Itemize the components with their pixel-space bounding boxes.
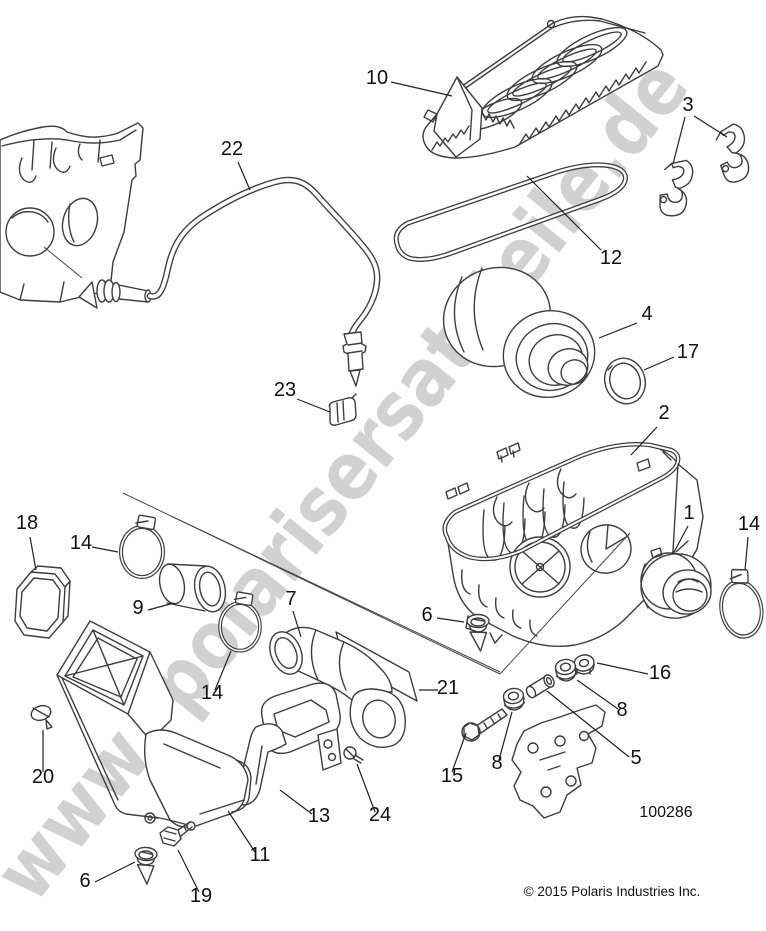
rear-airbox-view-drawing <box>0 122 144 303</box>
part-2-airbox-base-drawing <box>442 442 704 647</box>
copyright-note: © 2015 Polaris Industries Inc. <box>524 884 701 899</box>
leader-line-10 <box>390 81 453 97</box>
leader-line-5 <box>546 690 630 758</box>
callout-10: 10 <box>366 67 388 89</box>
leader-line-8 <box>498 711 513 761</box>
part-14-clamp-right-drawing <box>715 566 766 640</box>
part-20-screw-drawing <box>30 704 53 730</box>
callout-23: 23 <box>274 379 296 401</box>
leader-line-4 <box>598 322 638 339</box>
callout-1: 1 <box>683 502 694 524</box>
drain-tether-drawing <box>144 812 196 831</box>
part-15-bolt-drawing <box>461 708 508 742</box>
part-23-clamp-drawing <box>328 393 357 426</box>
latch-plate-drawing <box>317 728 342 771</box>
callout-18: 18 <box>16 512 38 534</box>
leader-line-24 <box>356 763 376 813</box>
vent-connector-drawing <box>342 331 367 387</box>
callout-17: 17 <box>677 341 699 363</box>
callout-15: 15 <box>441 765 463 787</box>
callout-21: 21 <box>437 677 459 699</box>
part-19-bolt-drawing <box>159 821 193 847</box>
part-1-intake-boot-drawing <box>640 552 712 619</box>
part-6-drain-valve-lower-drawing <box>132 846 159 886</box>
callout-7: 7 <box>285 588 296 610</box>
callout-14: 14 <box>70 532 92 554</box>
callout-16: 16 <box>649 662 671 684</box>
callout-layer: 1234566788910111213141414151617181920212… <box>16 67 760 907</box>
leader-line-15 <box>451 732 467 773</box>
part-4-air-filter-drawing <box>442 266 596 399</box>
leader-line-9 <box>147 602 175 611</box>
callout-24: 24 <box>369 804 391 826</box>
callout-19: 19 <box>190 885 212 907</box>
part-7-intake-duct-drawing <box>269 626 406 748</box>
assembly-connection-lines <box>122 492 631 675</box>
callout-3: 3 <box>682 94 693 116</box>
callout-6: 6 <box>79 870 90 892</box>
leader-line-23 <box>296 398 331 413</box>
leader-line-3 <box>693 115 728 138</box>
leader-line-3 <box>672 116 686 165</box>
callout-9: 9 <box>132 597 143 619</box>
callout-20: 20 <box>32 766 54 788</box>
part-8-bushing-upper-drawing <box>553 657 578 683</box>
figure-number: 100286 <box>639 804 692 821</box>
part-22-vent-hose-drawing <box>78 176 381 345</box>
callout-8: 8 <box>616 699 627 721</box>
callout-14: 14 <box>738 513 760 535</box>
leader-line-14 <box>214 650 232 691</box>
part-18-foam-pad-drawing <box>14 565 71 639</box>
callout-4: 4 <box>641 303 652 325</box>
leader-line-16 <box>596 662 649 675</box>
part-24-screw-drawing <box>343 746 364 764</box>
leader-line-6 <box>94 861 136 883</box>
callout-11: 11 <box>250 844 271 866</box>
callout-22: 22 <box>221 138 243 160</box>
part-12-seal-drawing <box>393 162 628 262</box>
part-11-intake-box-drawing <box>56 620 252 828</box>
part-3-spring-clamp-a-drawing <box>659 159 694 217</box>
part-10-airbox-cover-drawing <box>422 15 664 159</box>
callout-14: 14 <box>201 682 223 704</box>
part-14-clamp-left-drawing <box>119 512 165 579</box>
leader-line-8 <box>576 679 619 710</box>
leader-line-17 <box>643 356 675 371</box>
part-6-drain-valve-upper-drawing <box>466 613 490 652</box>
leader-line-13 <box>279 789 313 815</box>
leader-line-18 <box>29 536 37 571</box>
leader-line-22 <box>237 161 251 191</box>
leader-line-2 <box>630 426 658 456</box>
mounting-bracket-drawing <box>511 704 606 819</box>
callout-8: 8 <box>491 752 502 774</box>
leader-line-14 <box>744 536 749 571</box>
leader-line-7 <box>292 610 302 638</box>
callout-6: 6 <box>421 604 432 626</box>
part-17-cap-drawing <box>603 357 647 405</box>
callout-12: 12 <box>600 247 622 269</box>
leader-line-11 <box>227 810 256 853</box>
leader-line-1 <box>672 525 689 555</box>
leader-line-14 <box>91 546 119 553</box>
callout-2: 2 <box>658 402 669 424</box>
part-8-bushing-lower-drawing <box>501 686 526 712</box>
callout-5: 5 <box>630 747 641 769</box>
leader-line-12 <box>526 175 602 251</box>
leader-line-6 <box>436 617 465 623</box>
part-5-spacer-drawing <box>525 674 555 699</box>
leader-line-19 <box>177 849 200 893</box>
callout-13: 13 <box>308 805 330 827</box>
part-9-sleeve-drawing <box>158 563 227 613</box>
